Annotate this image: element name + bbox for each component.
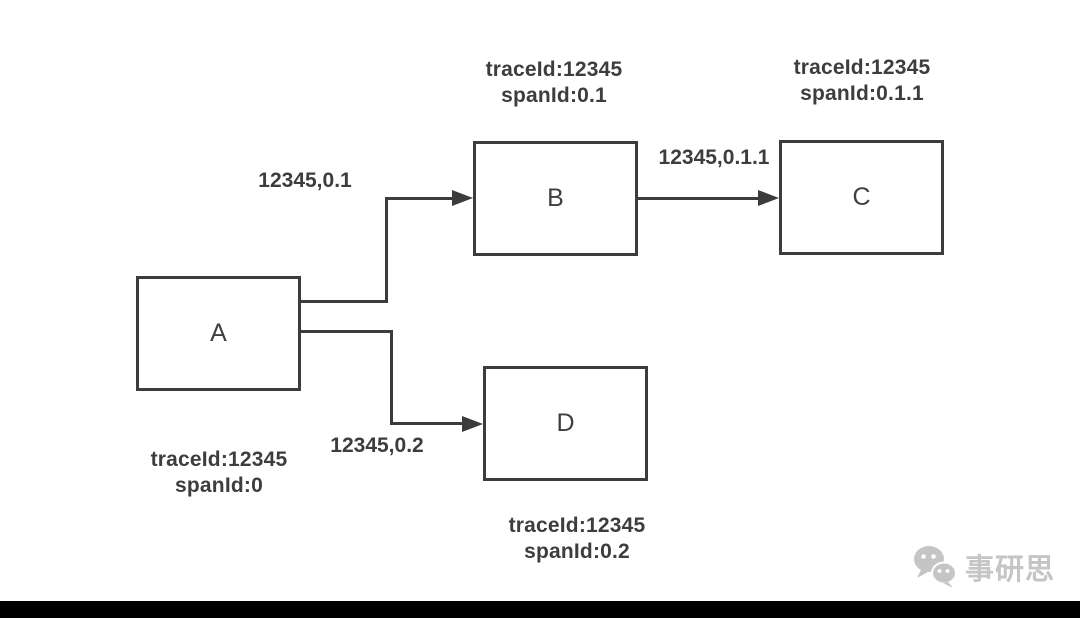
edge-a-to-d-segment — [390, 330, 393, 425]
node-d-label: D — [556, 409, 575, 437]
edge-b-to-c-segment — [637, 197, 759, 200]
edge-label-a-to-b: 12345,0.1 — [258, 169, 352, 192]
annotation-spanid: spanId:0.1.1 — [800, 82, 924, 105]
node-a: A — [136, 276, 301, 391]
edge-a-to-b-segment — [298, 300, 388, 303]
annotation-node-a: traceId:12345 spanId:0 — [129, 447, 309, 499]
arrowhead-into-c — [758, 190, 779, 206]
brand-name: 事研思 — [965, 554, 1056, 586]
arrowhead-into-b — [452, 190, 473, 206]
footer-bar — [0, 601, 1080, 618]
brand-watermark: 事研思 — [912, 544, 1055, 590]
annotation-spanid: spanId:0 — [175, 474, 263, 497]
edge-a-to-d-segment — [390, 422, 463, 425]
node-b: B — [473, 141, 638, 256]
node-c-label: C — [852, 183, 871, 211]
node-a-label: A — [210, 319, 227, 347]
node-b-label: B — [547, 184, 564, 212]
node-c: C — [779, 140, 944, 255]
annotation-node-d: traceId:12345 spanId:0.2 — [487, 513, 667, 565]
edge-a-to-b-segment — [385, 198, 388, 303]
edge-label-a-to-d: 12345,0.2 — [330, 434, 424, 457]
wechat-icon — [914, 546, 957, 588]
node-d: D — [483, 366, 648, 481]
edge-a-to-d-segment — [298, 330, 393, 333]
annotation-traceid: traceId:12345 — [150, 448, 288, 471]
arrowhead-into-d — [462, 416, 483, 432]
annotation-traceid: traceId:12345 — [508, 514, 646, 537]
edge-a-to-b-segment — [385, 197, 453, 200]
annotation-traceid: traceId:12345 — [485, 58, 623, 81]
annotation-traceid: traceId:12345 — [793, 56, 931, 79]
annotation-spanid: spanId:0.2 — [524, 540, 630, 563]
edge-label-b-to-c: 12345,0.1.1 — [658, 146, 770, 169]
annotation-spanid: spanId:0.1 — [501, 84, 607, 107]
annotation-node-c: traceId:12345 spanId:0.1.1 — [772, 55, 952, 107]
annotation-node-b: traceId:12345 spanId:0.1 — [464, 57, 644, 109]
